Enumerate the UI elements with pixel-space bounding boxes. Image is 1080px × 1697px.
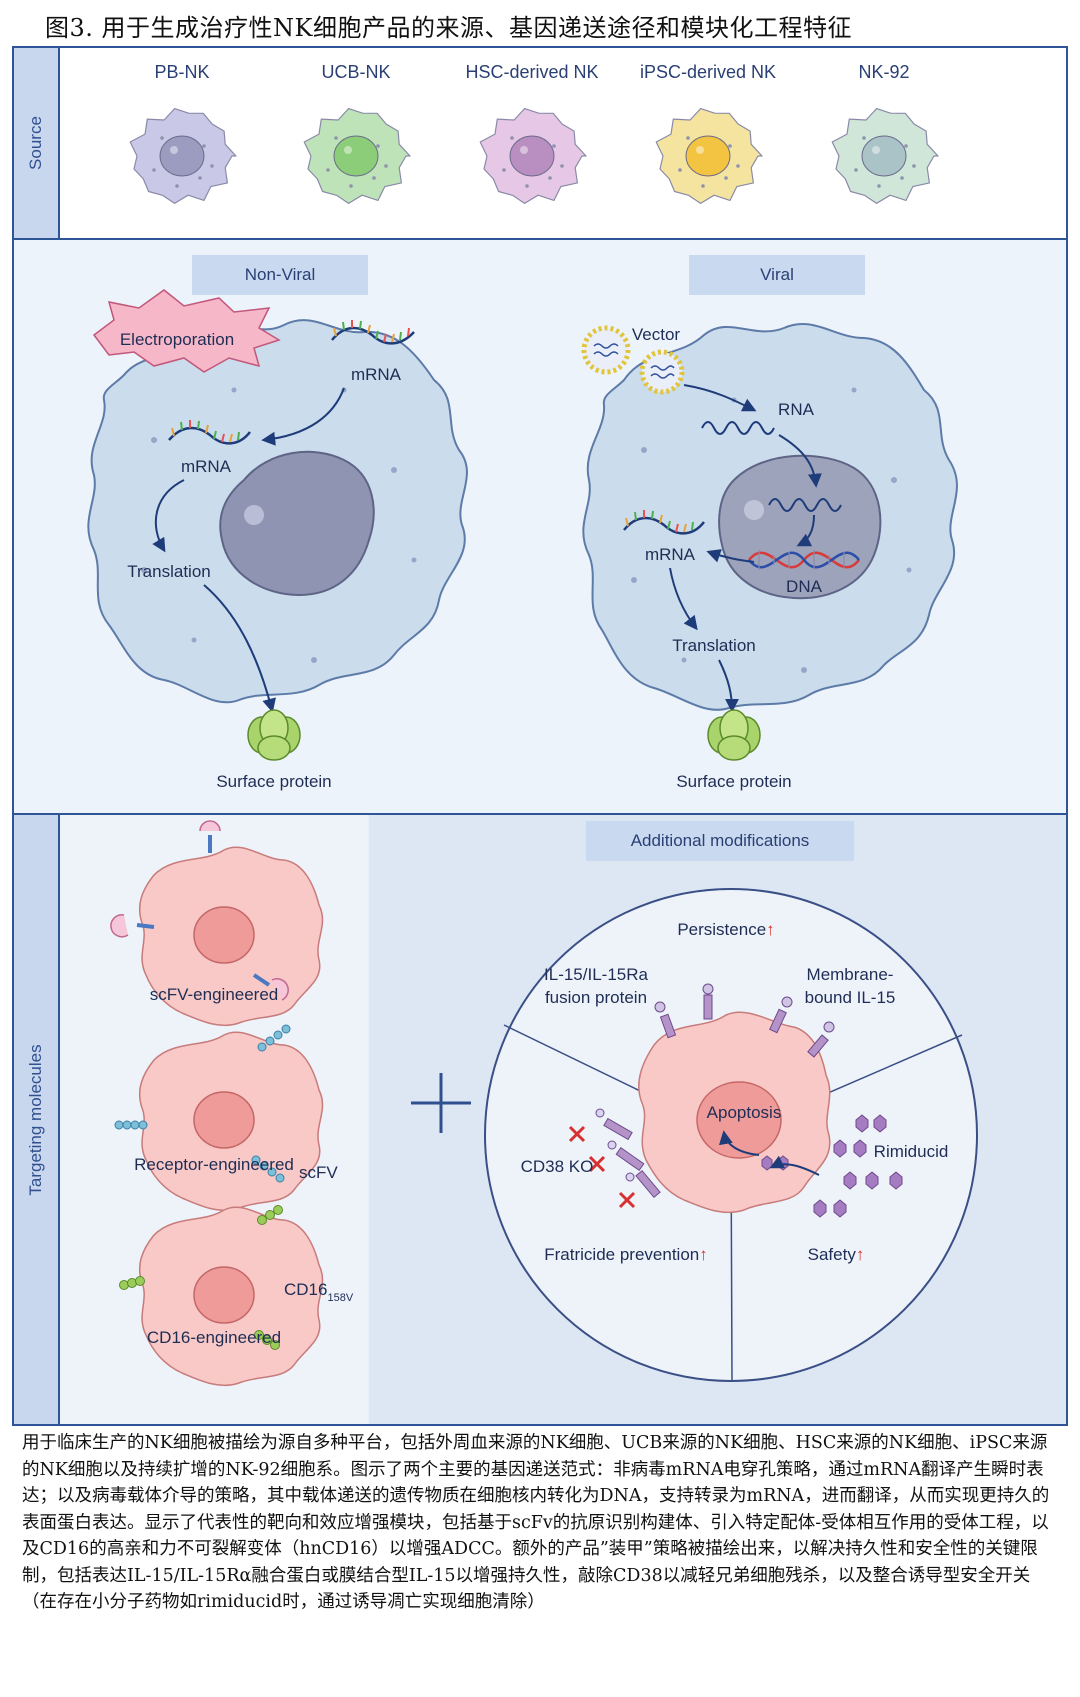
dna-label: DNA — [786, 577, 823, 596]
viral-translation-label: Translation — [672, 636, 755, 655]
receptor-engineered-cell — [114, 1024, 324, 1212]
mrna-strand-inside-icon — [168, 420, 251, 445]
rna-label: RNA — [778, 400, 815, 419]
mrna-strand-viral-icon — [623, 510, 705, 535]
rna-wave-nucleus-icon — [768, 498, 842, 512]
safety-label: Safety↑ — [808, 1245, 865, 1264]
plus-icon — [411, 1073, 471, 1133]
il15-fusion-label-2: fusion protein — [545, 988, 647, 1007]
non-viral-surface-protein-label: Surface protein — [216, 772, 331, 791]
hsc-nk-cell — [479, 108, 587, 204]
cd38-ko-x-icons — [568, 1125, 636, 1209]
rimiducid-label: Rimiducid — [874, 1142, 949, 1161]
cd16-label: CD16158V — [284, 1280, 354, 1304]
figure-title: 图3. 用于生成治疗性NK细胞产品的来源、基因递送途径和模块化工程特征 — [45, 14, 852, 42]
viral-header: Viral — [689, 255, 865, 295]
pb-nk-cell — [129, 108, 237, 204]
figure-frame: Source PB-NK UCB-NK HSC-derived NK iPSC-… — [12, 46, 1068, 1426]
source-cells-svg — [129, 108, 939, 204]
mrna-strand-in-icon — [331, 320, 415, 345]
cd16-engineered-cell — [119, 1205, 324, 1387]
fratricide-label: Fratricide prevention↑ — [544, 1245, 707, 1264]
modifications-header: Additional modifications — [586, 821, 854, 861]
viral-vector-icon — [581, 325, 685, 395]
targeting-diagram: scFV-engineered scFV Receptor-engineered — [110, 820, 978, 1387]
scfv-label: scFV — [299, 1163, 338, 1182]
delivery-diagram: Electroporation mRNA — [87, 289, 958, 791]
delivery-section: Non-Viral Viral Electroporation — [12, 238, 1068, 815]
mrna-inside-label: mRNA — [181, 457, 232, 476]
viral-mrna-label: mRNA — [645, 545, 696, 564]
scfv-engineered-cell — [110, 820, 324, 1027]
ucb-nk-cell — [303, 108, 411, 204]
viral-surface-protein-label: Surface protein — [676, 772, 791, 791]
non-viral-nucleus — [219, 450, 375, 597]
cd38ko-label: CD38 KO — [521, 1157, 594, 1176]
figure-caption: 用于临床生产的NK细胞被描绘为源自多种平台，包括外周血来源的NK细胞、UCB来源… — [22, 1430, 1062, 1616]
electroporation-label: Electroporation — [120, 330, 234, 349]
source-label-nk92: NK-92 — [858, 62, 910, 82]
source-label-pb-nk: PB-NK — [154, 62, 210, 82]
non-viral-translation-label: Translation — [127, 562, 210, 581]
source-label-ipsc-nk: iPSC-derived NK — [639, 62, 777, 82]
targeting-side-bar: Targeting molecules — [14, 815, 60, 1424]
membrane-il15-label-1: Membrane- — [807, 965, 894, 984]
rna-wave-icon — [701, 421, 775, 435]
mrna-in-label: mRNA — [351, 365, 402, 384]
cd16-engineered-label: CD16-engineered — [147, 1328, 281, 1347]
persistence-label: Persistence↑ — [677, 920, 774, 939]
apoptosis-label: Apoptosis — [707, 1103, 782, 1122]
receptor-engineered-label: Receptor-engineered — [134, 1155, 294, 1174]
scfv-engineered-label: scFV-engineered — [150, 985, 279, 1004]
source-label-hsc-nk: HSC-derived NK — [465, 62, 599, 82]
non-viral-header: Non-Viral — [192, 255, 368, 295]
surface-protein-right-icon — [707, 709, 761, 761]
nk92-cell — [831, 108, 939, 204]
source-section: Source PB-NK UCB-NK HSC-derived NK iPSC-… — [12, 46, 1068, 240]
dna-helix-icon — [748, 550, 860, 570]
source-side-bar: Source — [14, 48, 60, 238]
rimiducid-molecules-icon — [761, 1114, 903, 1218]
targeting-section: Targeting molecules Additional modificat… — [12, 813, 1068, 1426]
il15-fusion-label-1: IL-15/IL-15Ra — [544, 965, 648, 984]
vector-label: Vector — [632, 325, 681, 344]
caption-text: 用于临床生产的NK细胞被描绘为源自多种平台，包括外周血来源的NK细胞、UCB来源… — [22, 1433, 1050, 1612]
electroporation-burst — [92, 289, 281, 373]
ipsc-nk-cell — [655, 108, 763, 204]
source-label-ucb-nk: UCB-NK — [321, 62, 391, 82]
surface-protein-left-icon — [247, 709, 301, 761]
membrane-il15-label-2: bound IL-15 — [805, 988, 896, 1007]
